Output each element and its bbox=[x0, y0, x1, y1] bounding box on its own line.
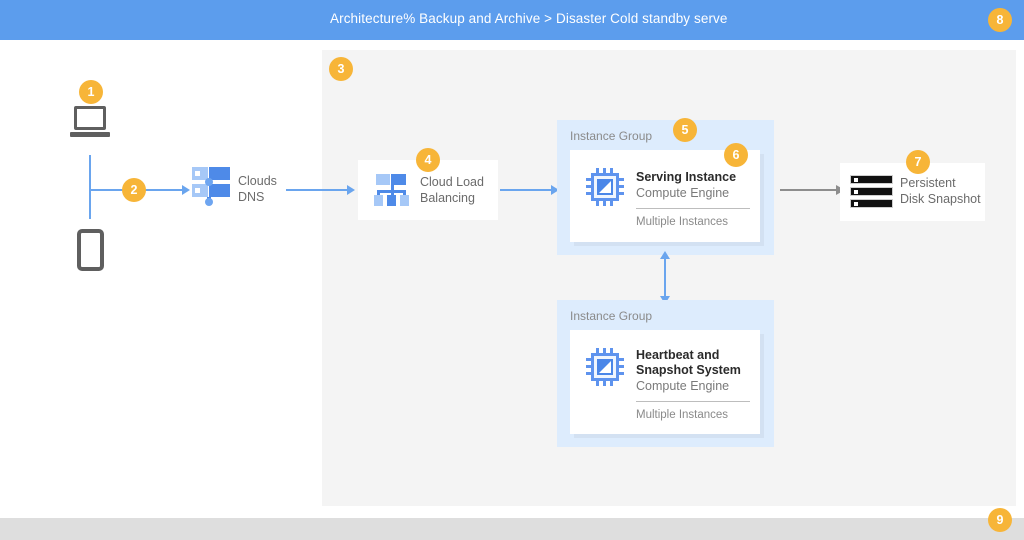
persistent-disk-icon bbox=[850, 175, 893, 209]
instance-group-serving[interactable]: Instance Group Serving Instance Compute … bbox=[557, 120, 774, 255]
heartbeat-snapshot-card[interactable]: Heartbeat and Snapshot System Compute En… bbox=[570, 330, 760, 434]
connector-dns-to-lb bbox=[286, 189, 348, 191]
connector-ig1-ig2 bbox=[664, 258, 666, 298]
laptop-icon bbox=[70, 106, 110, 140]
arrowhead-to-ig1 bbox=[551, 185, 559, 195]
mobile-phone-node[interactable] bbox=[58, 218, 122, 282]
arrowhead-up-ig1 bbox=[660, 251, 670, 259]
laptop-node[interactable] bbox=[58, 93, 122, 155]
arrowhead-to-lb bbox=[347, 185, 355, 195]
persistent-disk-label: Persistent Disk Snapshot bbox=[900, 176, 981, 206]
instance-group-heartbeat[interactable]: Instance Group Heartbeat and Snapshot Sy… bbox=[557, 300, 774, 447]
header-bar: Architecture% Backup and Archive > Disas… bbox=[0, 0, 1024, 40]
cloud-dns-icon bbox=[190, 167, 232, 206]
cloud-load-balancing-label: Cloud Load Balancing bbox=[420, 175, 484, 205]
connector-lb-to-ig1 bbox=[500, 189, 552, 191]
card-footer: Multiple Instances bbox=[636, 216, 729, 228]
badge-7[interactable]: 7 bbox=[906, 150, 930, 174]
card-title: Serving Instance bbox=[636, 170, 737, 184]
badge-1[interactable]: 1 bbox=[79, 80, 103, 104]
badge-4[interactable]: 4 bbox=[416, 148, 440, 172]
badge-3[interactable]: 3 bbox=[329, 57, 353, 81]
footer-bar bbox=[0, 518, 1024, 540]
serving-instance-card[interactable]: Serving Instance Compute Engine Multiple… bbox=[570, 150, 760, 242]
card-subtitle: Compute Engine bbox=[636, 186, 730, 200]
arrowhead-to-dns bbox=[182, 185, 190, 195]
page-title: Architecture% Backup and Archive > Disas… bbox=[330, 11, 728, 26]
card-title: Heartbeat and Snapshot System bbox=[636, 348, 741, 377]
persistent-disk-snapshot-node[interactable]: Persistent Disk Snapshot bbox=[840, 163, 985, 221]
cloud-load-balancing-node[interactable]: Cloud Load Balancing bbox=[358, 160, 498, 220]
cloud-dns-label: Clouds DNS bbox=[238, 174, 277, 204]
cloud-dns-node[interactable] bbox=[190, 163, 234, 207]
card-subtitle: Compute Engine bbox=[636, 379, 730, 393]
connector-ig1-to-disk bbox=[780, 189, 838, 191]
badge-9[interactable]: 9 bbox=[988, 508, 1012, 532]
mobile-phone-icon bbox=[77, 229, 104, 271]
instance-group-label: Instance Group bbox=[570, 129, 653, 143]
instance-group-label: Instance Group bbox=[570, 309, 653, 323]
connector-devices-trunk bbox=[89, 155, 91, 219]
compute-engine-cpu-icon bbox=[586, 348, 624, 386]
cloud-load-balancing-icon bbox=[374, 174, 412, 206]
card-footer: Multiple Instances bbox=[636, 409, 729, 421]
badge-8[interactable]: 8 bbox=[988, 8, 1012, 32]
card-divider bbox=[636, 208, 750, 209]
badge-5[interactable]: 5 bbox=[673, 118, 697, 142]
compute-engine-cpu-icon bbox=[586, 168, 624, 206]
card-divider bbox=[636, 401, 750, 402]
badge-2[interactable]: 2 bbox=[122, 178, 146, 202]
badge-6[interactable]: 6 bbox=[724, 143, 748, 167]
